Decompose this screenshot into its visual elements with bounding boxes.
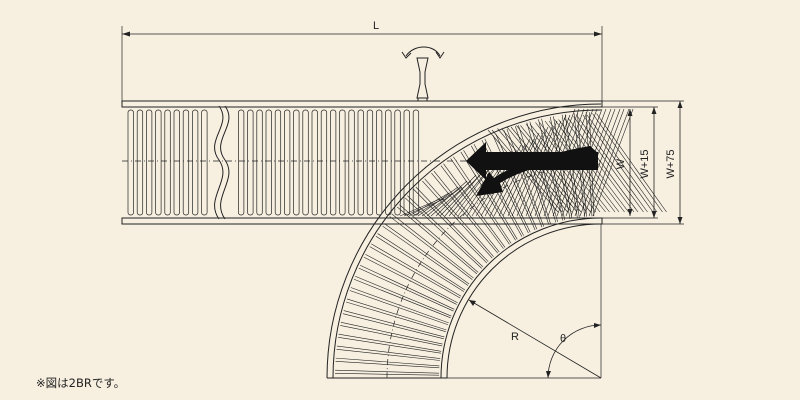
curve-roller [338, 333, 442, 354]
curve-roller [389, 213, 474, 280]
curve-roller [526, 121, 558, 223]
curve-roller [450, 156, 512, 245]
curve-rollers [335, 112, 595, 376]
curve-roller [503, 129, 544, 228]
straight-roller [136, 109, 144, 216]
merge-roller [573, 116, 648, 213]
curve-centerline [386, 163, 602, 379]
straight-roller [385, 109, 392, 216]
curve-roller [335, 357, 440, 369]
straight-roller [339, 109, 346, 216]
angle-label: θ [560, 333, 566, 345]
curve-roller [358, 264, 455, 312]
straight-roller [302, 109, 309, 216]
straight-roller [247, 109, 254, 216]
merge-roller [592, 113, 667, 213]
curve-inner-frame-2 [446, 223, 602, 379]
merge-roller [507, 126, 553, 217]
curve-roller [346, 298, 447, 333]
straight-roller [394, 109, 401, 216]
merge-roller [588, 108, 634, 217]
curve-roller [431, 170, 500, 254]
curve-roller [342, 310, 445, 340]
curve-roller [382, 223, 470, 286]
merge-roller [582, 114, 658, 213]
curve-roller [340, 322, 443, 347]
curve-roller [353, 275, 452, 319]
straight-roller [164, 109, 171, 216]
break-line-2 [220, 105, 230, 220]
figure-note: ※図は2BRです。 [36, 376, 126, 390]
straight-roller [348, 109, 355, 216]
straight-roller [293, 109, 300, 216]
merge-arrow-icon [466, 142, 598, 196]
straight-rollers [127, 109, 420, 216]
curve-roller [413, 186, 489, 264]
stopper-handle [416, 57, 429, 99]
width-plus-75-label: W+75 [665, 149, 677, 178]
curve-roller [363, 254, 458, 305]
radius-dimension: R θ [447, 224, 602, 379]
merge-roller [435, 174, 481, 217]
straight-conveyor [121, 100, 603, 225]
curve-inner-frame [440, 217, 602, 379]
straight-roller [182, 109, 190, 216]
curved-double-arrow-icon [401, 46, 445, 101]
merge-roller [563, 117, 639, 213]
curve-outer-frame-inner [332, 109, 602, 379]
curve-roller [397, 204, 479, 275]
curve-outer-frame [326, 103, 602, 379]
straight-roller [330, 109, 337, 216]
straight-roller [146, 109, 153, 216]
straight-roller [284, 109, 291, 216]
width-label: W [615, 158, 627, 169]
straight-roller [192, 109, 199, 216]
curve-roller [422, 178, 494, 259]
curve-roller [492, 133, 538, 231]
straight-roller [201, 109, 208, 216]
straight-conveyor-bottom-frame [121, 217, 603, 225]
curve-roller [349, 287, 449, 326]
curve-roller [336, 345, 441, 361]
straight-roller [357, 109, 364, 216]
curve-roller [514, 125, 551, 225]
straight-roller [311, 109, 318, 216]
curve-roller [375, 233, 466, 292]
straight-roller [274, 109, 282, 216]
merge-roller [417, 186, 463, 217]
straight-roller [412, 109, 420, 216]
merge-flow-arrow [476, 146, 598, 196]
radius-label: R [511, 331, 519, 343]
length-label: L [373, 20, 379, 32]
break-line [214, 105, 224, 220]
width-dimensions: W W+15 W+75 [602, 100, 684, 225]
length-dimension: L [121, 20, 603, 101]
straight-roller [366, 109, 374, 216]
straight-roller [127, 109, 134, 216]
straight-roller [265, 109, 272, 216]
curve-roller [369, 243, 462, 299]
merge-roller [453, 162, 499, 217]
straight-roller [155, 109, 162, 216]
width-plus-15-label: W+15 [639, 149, 651, 178]
straight-roller [376, 109, 383, 216]
straight-roller [173, 109, 180, 216]
straight-conveyor-top-frame [121, 100, 603, 108]
curve-roller [404, 195, 484, 269]
curve-roller [335, 369, 440, 376]
straight-roller [238, 109, 245, 216]
curve-roller [440, 163, 506, 249]
straight-roller [320, 109, 328, 216]
straight-roller [256, 109, 263, 216]
